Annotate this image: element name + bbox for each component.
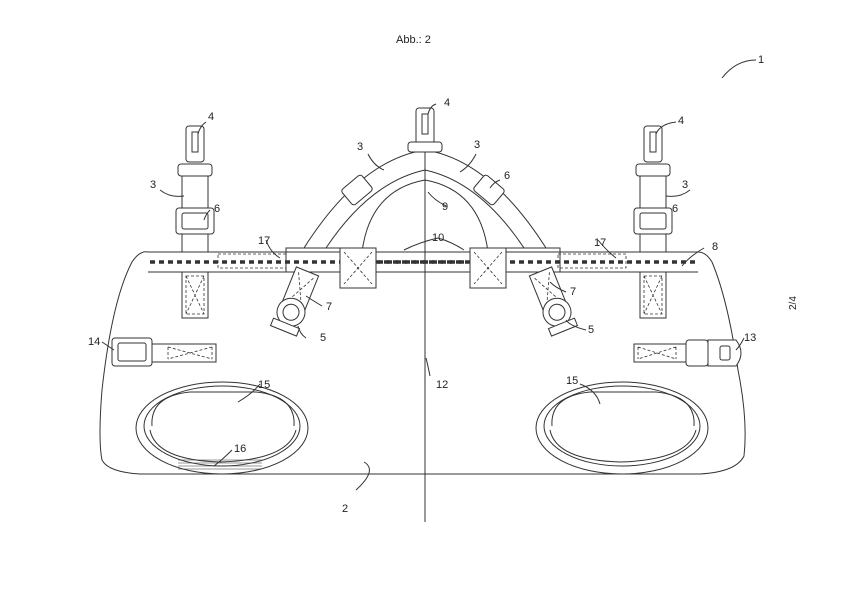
leg-opening-right-outer bbox=[535, 381, 709, 475]
left-hook bbox=[185, 125, 205, 163]
label-6a: 6 bbox=[214, 203, 220, 215]
label-15b: 15 bbox=[566, 375, 578, 387]
label-12: 12 bbox=[436, 379, 448, 391]
label-4b: 4 bbox=[444, 97, 450, 109]
leg-opening-left-cuff bbox=[149, 429, 297, 463]
label-15a: 15 bbox=[258, 379, 270, 391]
right-side-clip-slot bbox=[719, 345, 731, 361]
label-7b: 7 bbox=[570, 286, 576, 298]
label-3b: 3 bbox=[474, 139, 480, 151]
label-3a: 3 bbox=[357, 141, 363, 153]
arch-buckle-right bbox=[473, 174, 505, 206]
label-10: 10 bbox=[432, 232, 444, 244]
label-4a: 4 bbox=[208, 111, 214, 123]
label-5a: 5 bbox=[320, 332, 326, 344]
label-13: 13 bbox=[744, 332, 756, 344]
leg-opening-right-cuff bbox=[549, 429, 697, 463]
belt-sleeve-right bbox=[505, 247, 561, 273]
right-side-clip-tip bbox=[707, 339, 742, 367]
center-hook-slot bbox=[421, 113, 429, 135]
label-8: 8 bbox=[712, 241, 718, 253]
left-hook-slot bbox=[191, 131, 199, 153]
arch-strap-inner bbox=[325, 169, 525, 249]
patch-left-x bbox=[343, 251, 373, 285]
right-strap-lower-x bbox=[643, 275, 663, 315]
label-5b: 5 bbox=[588, 324, 594, 336]
center-hook bbox=[415, 107, 435, 145]
leader-lines bbox=[101, 59, 757, 491]
left-buckle bbox=[175, 207, 215, 235]
right-hook-ring bbox=[635, 163, 671, 177]
center-hook-ring bbox=[407, 141, 443, 153]
right-buckle bbox=[633, 207, 673, 235]
right-hook bbox=[643, 125, 663, 163]
label-17b: 17 bbox=[594, 237, 606, 249]
body-top-band bbox=[148, 251, 698, 273]
label-7a: 7 bbox=[326, 301, 332, 313]
label-4c: 4 bbox=[678, 115, 684, 127]
hanging-strap-right bbox=[528, 266, 579, 337]
left-buckle-inner bbox=[181, 212, 209, 230]
label-1: 1 bbox=[758, 54, 764, 66]
belt-sleeve-left bbox=[285, 247, 341, 273]
cuff-ribbing bbox=[178, 459, 262, 470]
label-9: 9 bbox=[442, 201, 448, 213]
leg-opening-right-mid bbox=[543, 385, 701, 467]
right-side-strap bbox=[633, 343, 687, 363]
figure-title: Abb.: 2 bbox=[396, 34, 431, 46]
left-strap-lower-x bbox=[185, 275, 205, 315]
label-2: 2 bbox=[342, 503, 348, 515]
leg-opening-right-inner bbox=[551, 391, 695, 427]
hanging-strap-left bbox=[269, 266, 320, 337]
bag-body bbox=[99, 251, 746, 475]
belt-loop-right bbox=[557, 253, 627, 269]
left-side-strap bbox=[151, 343, 217, 363]
left-side-buckle-inner bbox=[117, 342, 147, 362]
label-3d: 3 bbox=[682, 179, 688, 191]
arch-buckle-left bbox=[341, 174, 373, 206]
arch-inner-loop bbox=[361, 179, 489, 253]
right-hook-slot bbox=[649, 131, 657, 153]
label-17a: 17 bbox=[258, 235, 270, 247]
right-side-clip bbox=[685, 339, 709, 367]
label-3c: 3 bbox=[150, 179, 156, 191]
patch-right-x bbox=[473, 251, 503, 285]
leg-opening-left-inner bbox=[151, 391, 295, 427]
label-16: 16 bbox=[234, 443, 246, 455]
label-6c: 6 bbox=[672, 203, 678, 215]
left-side-strap-x bbox=[167, 346, 213, 360]
label-6b: 6 bbox=[504, 170, 510, 182]
left-hook-ring bbox=[177, 163, 213, 177]
right-buckle-inner bbox=[639, 212, 667, 230]
label-14: 14 bbox=[88, 336, 100, 348]
leg-opening-left-outer bbox=[135, 381, 309, 475]
